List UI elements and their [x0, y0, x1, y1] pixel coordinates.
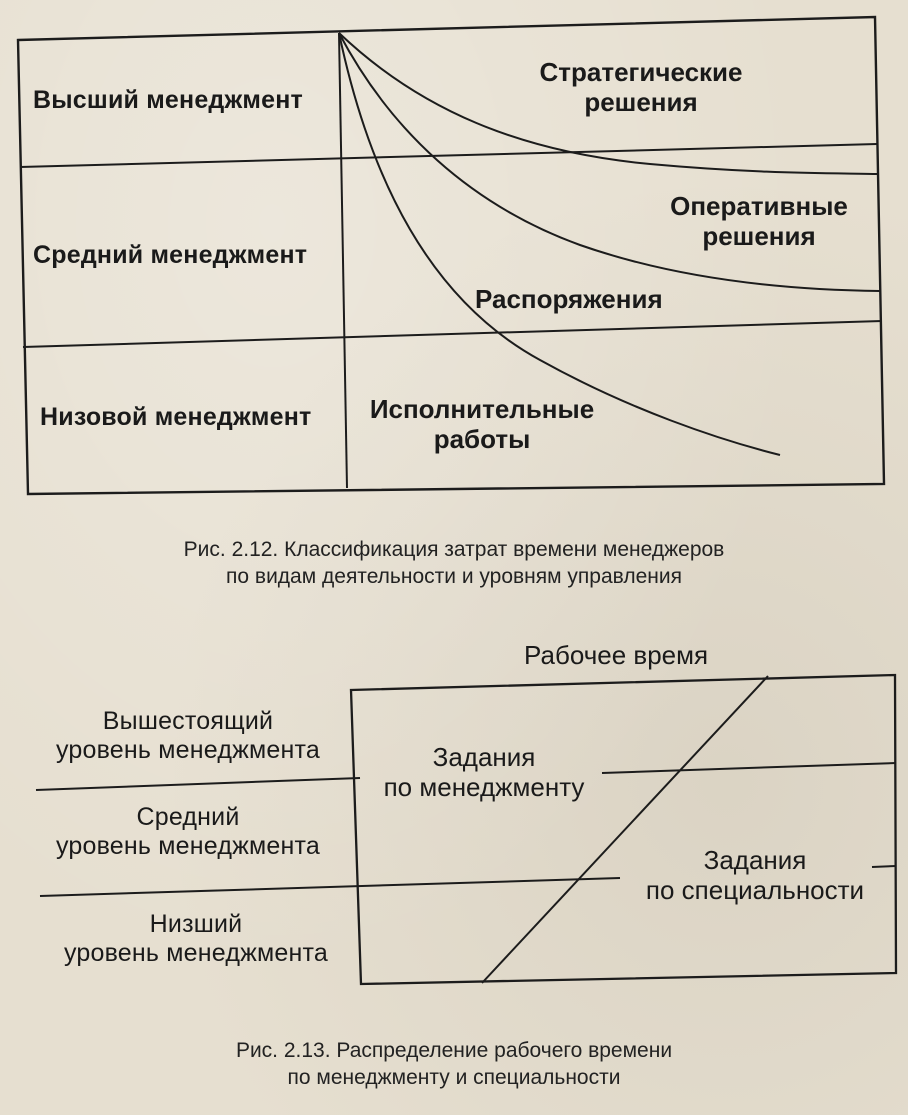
fig1-divider-top-middle: [19, 143, 878, 168]
fig1-curve-orders-boundary: [338, 32, 781, 456]
fig2-right-stub: [871, 865, 897, 868]
fig1-level-lower-label: Низовой менеджмент: [40, 403, 312, 431]
fig1-curve-strategic-boundary: [338, 32, 879, 175]
fig2-level-divider-lower: [39, 877, 621, 897]
fig1-activity-orders: Распоряжения: [475, 284, 663, 314]
figure-2-12-diagram: [16, 15, 886, 496]
fig1-activity-operational: Оперативные решения: [670, 191, 848, 252]
fig1-curve-operational-boundary: [338, 32, 881, 292]
fig2-level-lower-label: Низший уровень менеджмента: [63, 910, 329, 968]
fig1-activity-executive: Исполнительные работы: [369, 394, 595, 455]
fig1-outer-frame: [16, 15, 886, 496]
fig1-activity-strategic: Стратегические решения: [539, 57, 743, 118]
fig1-caption: Рис. 2.12. Классификация затрат времени …: [183, 538, 725, 588]
fig2-task-specialty: Задания по специальности: [645, 845, 865, 906]
fig2-diagonal-split: [481, 675, 769, 984]
fig2-caption: Рис. 2.13. Распределение рабочего времен…: [235, 1039, 673, 1089]
fig1-level-top-label: Высший менеджмент: [33, 86, 303, 114]
fig2-level-upper-label: Вышестоящий уровень менеджмента: [55, 707, 321, 765]
figure-2-13-diagram: [35, 673, 898, 986]
fig1-vertical-separator: [338, 32, 348, 489]
fig2-task-management: Задания по менеджменту: [383, 742, 585, 803]
fig2-inner-divider-right: [601, 762, 897, 774]
fig2-level-divider-upper: [35, 777, 361, 791]
fig2-outer-box: [349, 673, 898, 986]
fig1-divider-middle-lower: [22, 320, 883, 348]
fig2-level-middle-label: Средний уровень менеджмента: [55, 803, 321, 861]
fig2-header-working-time: Рабочее время: [524, 640, 709, 670]
fig1-level-middle-label: Средний менеджмент: [33, 241, 308, 269]
